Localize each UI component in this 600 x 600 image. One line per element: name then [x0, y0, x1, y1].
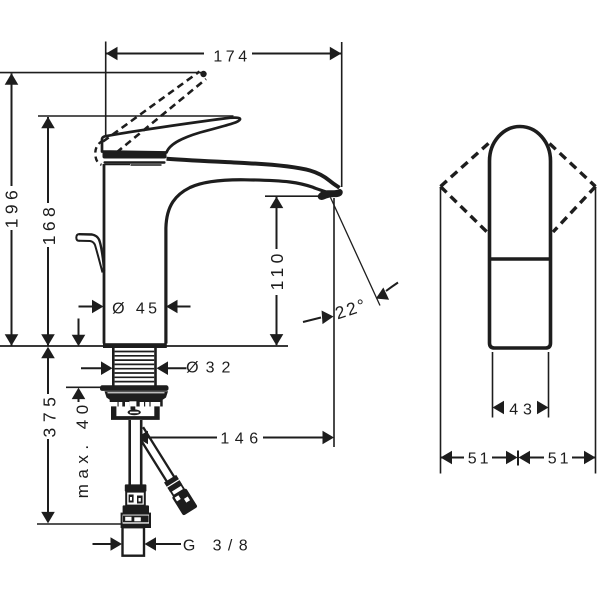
svg-text:375: 375 — [39, 392, 59, 438]
svg-text:Ø 45: Ø 45 — [112, 301, 160, 318]
svg-text:168: 168 — [39, 203, 59, 245]
svg-text:51: 51 — [468, 450, 492, 467]
svg-text:196: 196 — [1, 186, 21, 228]
svg-text:G 3/8: G 3/8 — [183, 538, 254, 555]
svg-text:Ø32: Ø32 — [186, 360, 237, 377]
svg-text:110: 110 — [267, 249, 287, 290]
svg-text:51: 51 — [548, 450, 572, 467]
svg-text:146: 146 — [220, 431, 263, 448]
svg-text:43: 43 — [509, 402, 536, 419]
svg-text:max. 40: max. 40 — [73, 399, 92, 498]
svg-text:174: 174 — [213, 49, 250, 66]
